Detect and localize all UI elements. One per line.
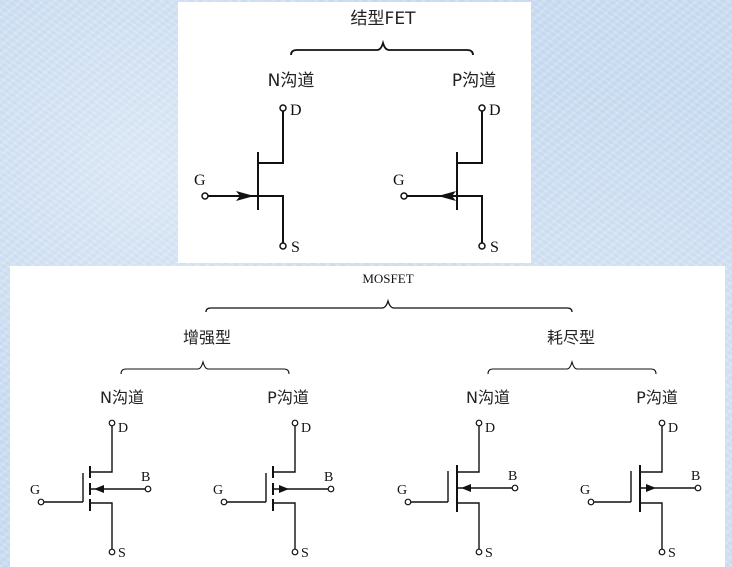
- enh-p-channel-label: P沟道: [267, 388, 309, 407]
- dep-p-bulk-label: B: [691, 469, 700, 484]
- jfet-panel: [178, 2, 531, 263]
- jfet-brace: [290, 39, 474, 56]
- p-jfet-drain-terminal: [478, 104, 486, 112]
- dep-n-channel-label: N沟道: [466, 388, 510, 407]
- enhancement-brace: [120, 359, 290, 375]
- enh-n-bulk-label: B: [141, 470, 150, 485]
- p-jfet-gate-label: G: [393, 172, 405, 189]
- p-jfet-source-label: S: [490, 239, 499, 256]
- enh-n-gate-label: G: [30, 483, 40, 498]
- jfet-p-channel-label: P沟道: [452, 71, 496, 91]
- dep-n-mosfet-symbol: [404, 419, 519, 556]
- n-jfet-gate-label: G: [194, 172, 206, 189]
- enh-p-source-label: S: [301, 546, 309, 561]
- depletion-brace: [487, 359, 657, 375]
- jfet-n-channel-label: N沟道: [268, 71, 315, 91]
- enh-n-drain-label: D: [118, 421, 128, 436]
- n-jfet-symbol: [201, 104, 287, 250]
- dep-n-bulk-arrow-icon: [461, 484, 471, 492]
- p-jfet-drain-label: D: [489, 102, 501, 119]
- dep-p-gate-label: G: [580, 483, 590, 498]
- dep-p-drain-label: D: [668, 421, 678, 436]
- enh-p-mosfet-symbol: [220, 419, 335, 556]
- enh-p-gate-label: G: [213, 483, 223, 498]
- dep-p-mosfet-symbol: [587, 419, 702, 556]
- enhancement-title: 增强型: [183, 328, 231, 347]
- dep-p-channel-label: P沟道: [636, 388, 678, 407]
- mosfet-panel: [10, 266, 725, 567]
- enh-n-mosfet-symbol: [37, 419, 152, 556]
- n-jfet-gate-arrow-icon: [236, 191, 254, 201]
- enh-n-channel-label: N沟道: [100, 388, 144, 407]
- jfet-section: 结型FET N沟道 P沟道 D G S D: [194, 9, 501, 256]
- enh-p-bulk-label: B: [324, 470, 333, 485]
- dep-n-bulk-label: B: [508, 469, 517, 484]
- enh-p-drain-label: D: [301, 421, 311, 436]
- dep-n-gate-label: G: [397, 483, 407, 498]
- mosfet-brace: [205, 298, 573, 313]
- n-jfet-source-terminal: [279, 242, 287, 250]
- dep-p-bulk-arrow-icon: [646, 484, 656, 492]
- dep-p-source-label: S: [668, 546, 676, 561]
- jfet-title: 结型FET: [351, 9, 417, 29]
- n-jfet-drain-terminal: [279, 104, 287, 112]
- p-jfet-symbol: [400, 104, 486, 250]
- p-jfet-source-terminal: [478, 242, 486, 250]
- mosfet-section: MOSFET 增强型 耗尽型 N沟道 P沟道 N沟道 P沟道 D G B: [30, 271, 702, 561]
- p-jfet-gate-arrow-icon: [438, 191, 456, 201]
- mosfet-title: MOSFET: [362, 271, 413, 286]
- n-jfet-gate-terminal: [201, 192, 209, 200]
- enh-n-source-label: S: [118, 546, 126, 561]
- n-jfet-source-label: S: [291, 239, 300, 256]
- n-jfet-drain-label: D: [290, 102, 302, 119]
- p-jfet-gate-terminal: [400, 192, 408, 200]
- dep-n-source-label: S: [485, 546, 493, 561]
- dep-n-drain-label: D: [485, 421, 495, 436]
- depletion-title: 耗尽型: [547, 328, 595, 347]
- enh-p-bulk-arrow-icon: [279, 485, 289, 493]
- enh-n-bulk-arrow-icon: [94, 485, 104, 493]
